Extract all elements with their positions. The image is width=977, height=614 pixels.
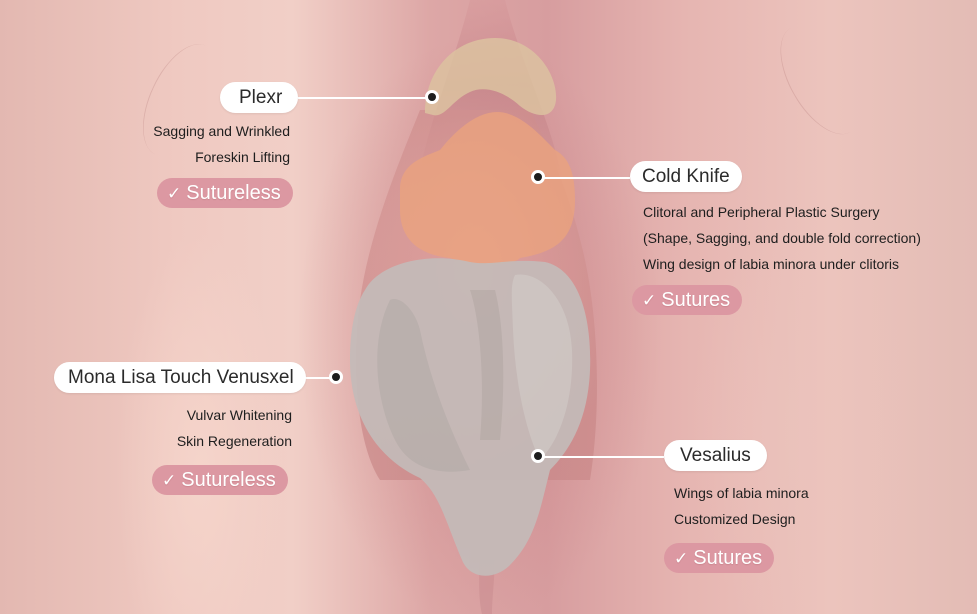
zone-cold-knife [400, 112, 575, 265]
vesalius-label[interactable]: Vesalius [664, 440, 767, 471]
labia-fold-right [511, 274, 573, 460]
vesalius-suture-badge: ✓Sutures [664, 543, 775, 573]
badge-label: Sutures [661, 289, 731, 311]
plexr-marker-dot[interactable] [425, 90, 439, 104]
mona-lisa-description: Vulvar Whitening Skin Regeneration [177, 402, 292, 454]
vesalius-description-line: Customized Design [674, 511, 796, 527]
plexr-label[interactable]: Plexr [220, 82, 299, 113]
labia-fold-left [377, 299, 470, 472]
plexr-description: Sagging and Wrinkled Foreskin Lifting [153, 118, 290, 170]
vesalius-connector-line [538, 456, 664, 458]
check-icon: ✓ [167, 184, 182, 203]
mona-lisa-description-line: Skin Regeneration [176, 433, 292, 449]
mona-lisa-label[interactable]: Mona Lisa Touch Venusxel [54, 362, 306, 393]
badge-label: Sutureless [186, 182, 281, 204]
zone-plexr [425, 38, 557, 116]
plexr-description-line: Sagging and Wrinkled [153, 123, 290, 139]
mona-lisa-suture-badge: ✓Sutureless [152, 465, 288, 495]
cold-knife-suture-badge: ✓Sutures [632, 285, 743, 315]
mona-lisa-description-line: Vulvar Whitening [186, 407, 292, 423]
cold-knife-description: Clitoral and Peripheral Plastic Surgery … [643, 199, 921, 277]
plexr-connector-line [298, 97, 432, 99]
check-icon: ✓ [162, 471, 177, 490]
check-icon: ✓ [642, 291, 657, 310]
mona-lisa-connector-line [302, 377, 336, 379]
cold-knife-connector-line [538, 177, 630, 179]
vesalius-marker-dot[interactable] [531, 449, 545, 463]
cold-knife-description-line: Wing design of labia minora under clitor… [643, 256, 900, 272]
vesalius-description-line: Wings of labia minora [674, 485, 809, 501]
cold-knife-marker-dot[interactable] [531, 170, 545, 184]
labia-center [470, 290, 504, 440]
cold-knife-label[interactable]: Cold Knife [630, 161, 742, 192]
badge-label: Sutureless [181, 469, 276, 491]
cold-knife-description-line: (Shape, Sagging, and double fold correct… [643, 230, 921, 246]
vesalius-description: Wings of labia minora Customized Design [674, 480, 809, 532]
check-icon: ✓ [674, 549, 689, 568]
badge-label: Sutures [693, 547, 763, 569]
mona-lisa-marker-dot[interactable] [329, 370, 343, 384]
plexr-suture-badge: ✓Sutureless [157, 178, 293, 208]
plexr-description-line: Foreskin Lifting [195, 149, 290, 165]
cold-knife-description-line: Clitoral and Peripheral Plastic Surgery [643, 204, 880, 220]
